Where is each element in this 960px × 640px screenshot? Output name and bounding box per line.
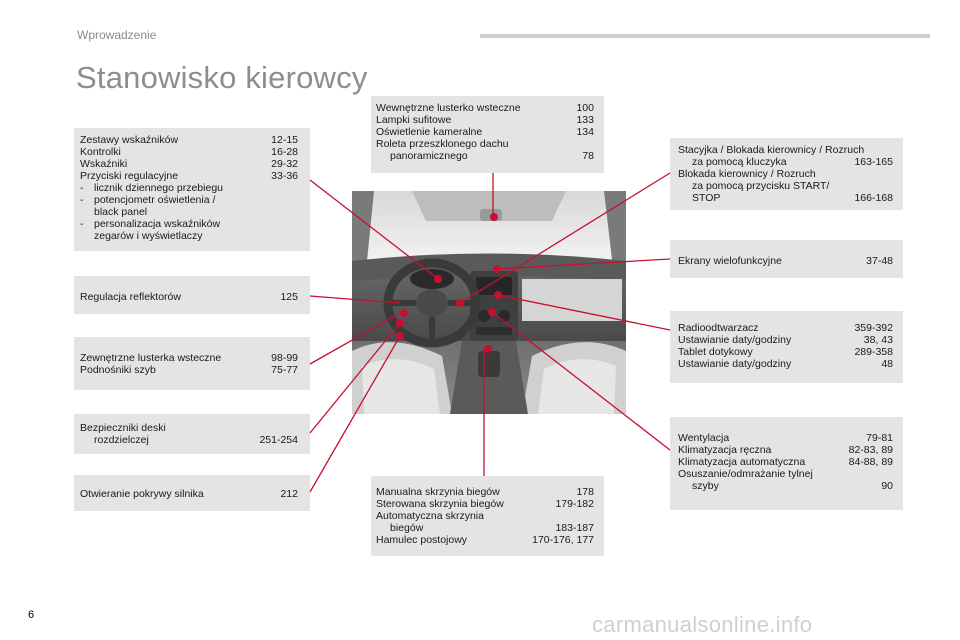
- list-item: Automatyczna skrzynia: [376, 510, 484, 522]
- header-bar: [480, 34, 930, 38]
- list-item: Roleta przeszklonego dachu: [376, 138, 509, 150]
- page-title: Stanowisko kierowcy: [76, 60, 368, 95]
- list-item: za pomocą przycisku START/: [692, 180, 830, 192]
- bullet-item: -licznik dziennego przebiegu: [80, 182, 223, 194]
- cockpit-illustration: [352, 191, 626, 414]
- watermark: carmanualsonline.info: [592, 612, 813, 637]
- list-item: Stacyjka / Blokada kierownicy / Rozruch: [678, 144, 865, 156]
- page-number: 6: [28, 609, 35, 621]
- bullet-item: -potencjometr oświetlenia /black panel: [80, 194, 216, 218]
- list-item: Osuszanie/odmrażanie tylnej: [678, 468, 813, 480]
- section-header: Wprowadzenie: [77, 28, 157, 42]
- box-ignition: Stacyjka / Blokada kierownicy / Rozruch …: [670, 138, 903, 210]
- list-item: Bezpieczniki deski: [80, 422, 166, 434]
- list-item: Blokada kierownicy / Rozruch: [678, 168, 816, 180]
